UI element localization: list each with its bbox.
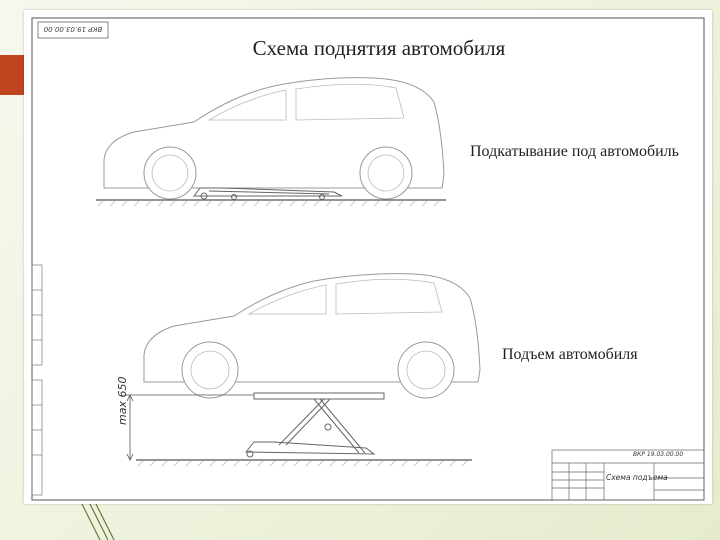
stage-1-label: Подкатывание под автомобиль <box>470 143 679 160</box>
drawing-sheet: Схема поднятия автомобиля Подкатывание п… <box>24 10 712 504</box>
car-wheel-front-2 <box>181 341 239 399</box>
car-window-3 <box>247 284 327 315</box>
car-body-2 <box>143 273 481 383</box>
title-block-code: ВКР 19.03.00.00 <box>633 451 684 458</box>
car-window-4 <box>335 278 443 315</box>
title-block <box>551 449 705 501</box>
dimension-line <box>124 394 254 461</box>
jack-raised <box>244 392 385 458</box>
sheet-frame <box>31 17 705 501</box>
car-window-1 <box>207 89 287 121</box>
dimension-label: max 650 <box>116 376 129 425</box>
car-window-2 <box>295 83 405 121</box>
stamp-box <box>37 21 109 39</box>
stage-2-label: Подъем автомобиля <box>502 346 638 363</box>
accent-bar <box>0 55 24 95</box>
car-body-1 <box>103 77 445 189</box>
stamp-code: ВКР 19.03.00.00 <box>43 25 103 33</box>
diagram-title: Схема поднятия автомобиля <box>252 36 506 60</box>
car-wheel-rear-2 <box>397 341 455 399</box>
lift-diagram <box>31 17 705 501</box>
ground-hatch-1 <box>97 199 441 207</box>
left-margin-boxes <box>31 264 43 496</box>
title-block-name: Схема подъема <box>606 473 668 482</box>
jack-lowered <box>193 187 343 200</box>
ground-hatch-2 <box>137 459 469 467</box>
